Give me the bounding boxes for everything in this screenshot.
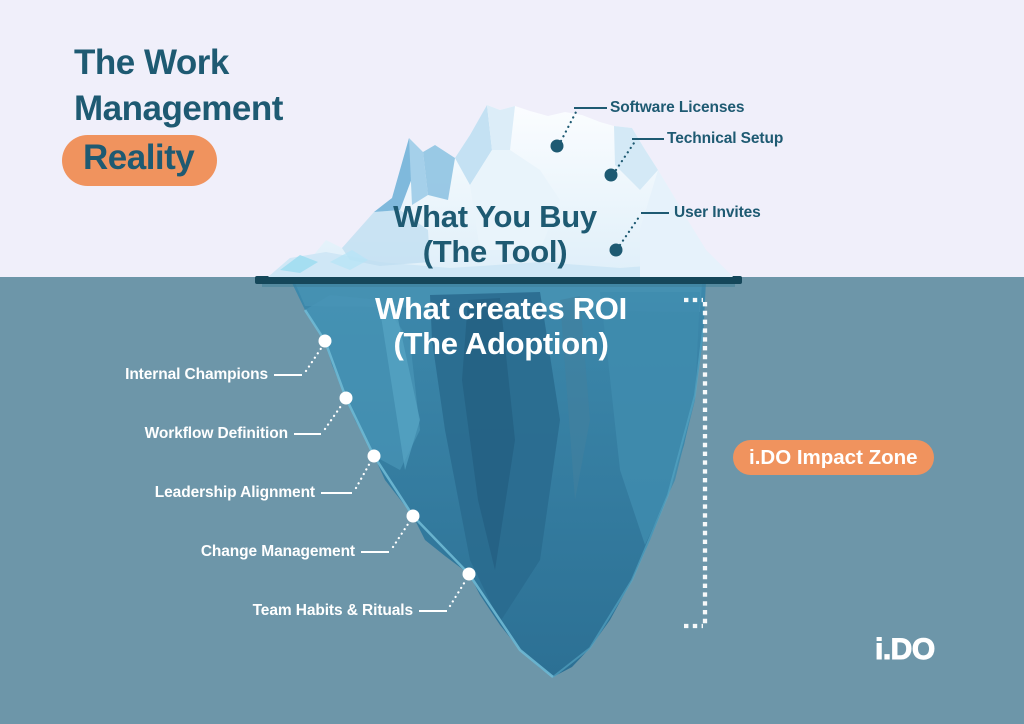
surface-heading-line-2: (The Tool): [422, 234, 568, 269]
dot-marker-team-habits: [462, 567, 476, 581]
surface-callout-markers: [550, 139, 623, 257]
callout-leadership-alignment: Leadership Alignment: [154, 484, 315, 501]
callout-workflow-definition: Workflow Definition: [144, 425, 288, 442]
underwater-heading: What creates ROI (The Adoption): [351, 291, 651, 361]
callout-change-management: Change Management: [200, 543, 355, 560]
surface-heading: What You Buy (The Tool): [345, 199, 645, 269]
underwater-callout-markers: [318, 334, 476, 581]
callout-user-invites: User Invites: [674, 204, 761, 221]
surface-callout-connectors: [559, 107, 669, 247]
callout-team-habits-rituals: Team Habits & Rituals: [252, 602, 414, 619]
surface-heading-line-1: What You Buy: [393, 199, 597, 234]
page-title: The Work Management Reality: [62, 40, 283, 186]
brand-logo: i.DO: [875, 633, 936, 667]
title-line-2: Management: [74, 89, 283, 128]
dot-marker-software-licenses: [550, 139, 564, 153]
underwater-heading-line-1: What creates ROI: [375, 291, 627, 326]
callout-internal-champions: Internal Champions: [125, 366, 268, 383]
callout-software-licenses: Software Licenses: [610, 99, 745, 116]
impact-zone-bracket: [684, 297, 708, 629]
dot-marker-user-invites: [609, 243, 623, 257]
title-highlight-pill: Reality: [62, 135, 218, 186]
dot-marker-leadership-alignment: [367, 449, 381, 463]
iceberg-above-water: [268, 105, 733, 277]
iceberg-underwater: [291, 281, 706, 678]
impact-zone-badge: i.DO Impact Zone: [733, 440, 934, 475]
waterline: [255, 276, 742, 287]
underwater-heading-line-2: (The Adoption): [393, 326, 609, 361]
callout-technical-setup: Technical Setup: [667, 130, 784, 147]
dot-marker-technical-setup: [604, 168, 618, 182]
dot-marker-internal-champions: [318, 334, 332, 348]
dot-marker-workflow-definition: [339, 391, 353, 405]
title-highlight-text: Reality: [83, 138, 195, 177]
impact-zone-label: i.DO Impact Zone: [749, 445, 918, 469]
underwater-callout-connectors: [274, 345, 468, 612]
dot-marker-change-management: [406, 509, 420, 523]
title-line-1: The Work: [74, 43, 229, 82]
